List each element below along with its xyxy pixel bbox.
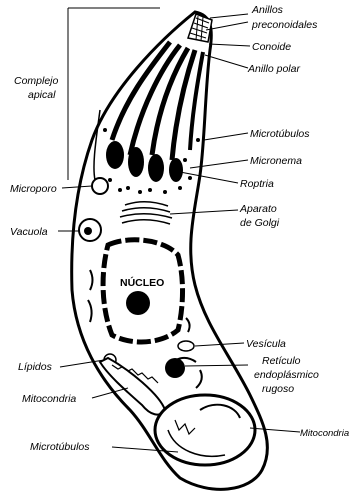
label-roptria: Roptria	[240, 178, 274, 190]
label-anillo-polar: Anillo polar	[247, 63, 300, 75]
label-golgi: de Golgi	[240, 217, 280, 229]
label-vesicula: Vesícula	[246, 338, 286, 350]
label-aparato: Aparato	[239, 203, 277, 215]
vesicle	[178, 341, 194, 351]
label-anillos-1: Anillos	[251, 4, 284, 16]
label-complejo-2: apical	[28, 89, 56, 101]
label-micronema: Micronema	[250, 155, 302, 167]
label-lipidos: Lípidos	[18, 361, 53, 373]
label-mitocondria-right: Mitocondria	[300, 428, 349, 439]
label-nucleo: NÚCLEO	[120, 276, 164, 289]
label-conoide: Conoide	[252, 41, 291, 53]
label-microporo: Microporo	[10, 183, 57, 195]
label-vacuola: Vacuola	[10, 226, 48, 238]
label-complejo-1: Complejo	[14, 75, 59, 87]
label-microtubulos-bottom: Microtúbulos	[30, 441, 90, 453]
label-reticulo-2: endoplásmico	[254, 369, 319, 381]
label-microtubulos-top: Microtúbulos	[250, 128, 310, 140]
microporo	[92, 178, 108, 194]
nucleus	[103, 240, 182, 342]
label-reticulo-3: rugoso	[262, 383, 294, 395]
label-reticulo-1: Retículo	[262, 355, 301, 367]
vacuole	[79, 219, 101, 241]
label-anillos-2: preconoidales	[251, 19, 318, 31]
label-mitocondria-left: Mitocondria	[22, 393, 76, 405]
posterior-body	[155, 395, 255, 465]
